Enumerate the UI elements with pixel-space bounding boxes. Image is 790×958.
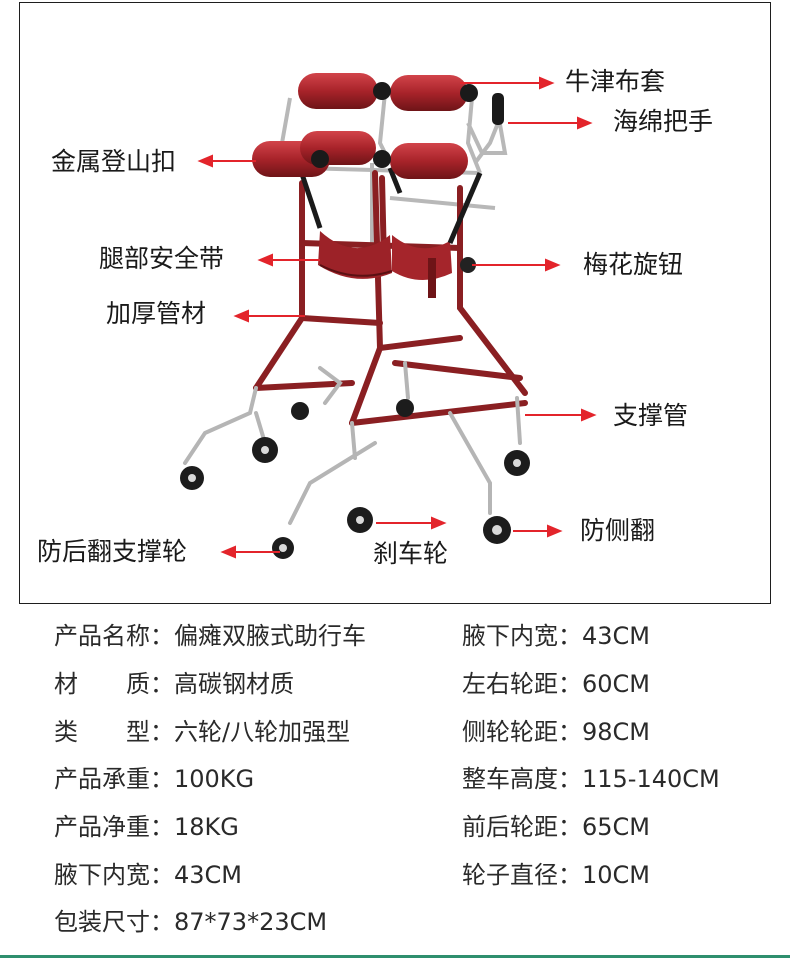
- spec-key: 轮子直径: [462, 861, 558, 889]
- spec-value: 六轮/八轮加强型: [174, 718, 351, 746]
- label-plum-knob: 梅花旋钮: [583, 250, 684, 279]
- product-diagram-frame: 牛津布套 海绵把手 金属登山扣 腿部安全带 梅花旋钮 加厚管材 支撑管 防后翻支…: [19, 2, 771, 604]
- spec-colon: ：: [150, 718, 174, 746]
- spec-key: 产品名称: [54, 622, 150, 650]
- spec-value: 10CM: [582, 861, 651, 889]
- label-metal-carabiner: 金属登山扣: [51, 147, 177, 176]
- spec-value: 18KG: [174, 813, 239, 841]
- spec-value: 43CM: [582, 622, 651, 650]
- label-leg-belt: 腿部安全带: [99, 244, 225, 273]
- label-side-tip-guard: 防侧翻: [580, 516, 656, 545]
- spec-key: 侧轮轮距: [462, 718, 558, 746]
- chrome-casters: [183, 361, 522, 525]
- spec-key: 左右轮距: [462, 670, 558, 698]
- label-oxford-cover: 牛津布套: [565, 67, 666, 96]
- label-support-tube: 支撑管: [613, 401, 689, 430]
- spec-right-4: 整车高度：115-140CM: [462, 764, 720, 794]
- spec-colon: ：: [558, 670, 582, 698]
- black-straps: [297, 167, 483, 244]
- spec-key: 类 型: [54, 718, 150, 746]
- spec-key: 材 质: [54, 670, 150, 698]
- spec-key: 腋下内宽: [54, 861, 150, 889]
- spec-value: 43CM: [174, 861, 243, 889]
- spec-key: 包装尺寸: [54, 908, 150, 936]
- spec-left-2: 材 质：高碳钢材质: [54, 669, 294, 699]
- spec-right-2: 左右轮距：60CM: [462, 669, 650, 699]
- spec-value: 115-140CM: [582, 765, 720, 793]
- spec-colon: ：: [150, 908, 174, 936]
- spec-colon: ：: [558, 622, 582, 650]
- spec-left-7: 包装尺寸：87*73*23CM: [54, 907, 327, 937]
- spec-right-1: 腋下内宽：43CM: [462, 621, 650, 651]
- spec-left-1: 产品名称：偏瘫双腋式助行车: [54, 621, 366, 651]
- sponge-handle-graphic: [473, 93, 504, 165]
- label-sponge-handle: 海绵把手: [613, 107, 714, 136]
- spec-value: 60CM: [582, 670, 651, 698]
- spec-colon: ：: [558, 813, 582, 841]
- spec-colon: ：: [558, 861, 582, 889]
- wheel-hubs: [188, 446, 521, 552]
- spec-left-3: 类 型：六轮/八轮加强型: [54, 717, 350, 747]
- spec-key: 产品承重: [54, 765, 150, 793]
- spec-key: 整车高度: [462, 765, 558, 793]
- oxford-pads: [252, 73, 478, 179]
- spec-key: 前后轮距: [462, 813, 558, 841]
- bottom-accent-line: [0, 955, 790, 958]
- red-frame-tubes: [253, 170, 528, 426]
- spec-left-4: 产品承重：100KG: [54, 764, 254, 794]
- spec-right-6: 轮子直径：10CM: [462, 860, 650, 890]
- spec-value: 87*73*23CM: [174, 908, 328, 936]
- spec-key: 产品净重: [54, 813, 150, 841]
- spec-value: 高碳钢材质: [174, 670, 294, 698]
- label-brake-wheel: 刹车轮: [373, 539, 449, 568]
- callout-arrows: [197, 76, 597, 559]
- plum-knob-graphic: [460, 257, 476, 273]
- spec-colon: ：: [558, 718, 582, 746]
- spec-left-6: 腋下内宽：43CM: [54, 860, 242, 890]
- label-anti-tip-wheel: 防后翻支撑轮: [37, 537, 188, 566]
- spec-right-5: 前后轮距：65CM: [462, 812, 650, 842]
- spec-colon: ：: [150, 670, 174, 698]
- spec-colon: ：: [150, 622, 174, 650]
- label-thick-tube: 加厚管材: [106, 299, 207, 328]
- leg-belt-seat: [318, 231, 452, 298]
- spec-value: 100KG: [174, 765, 255, 793]
- spec-key: 腋下内宽: [462, 622, 558, 650]
- spec-value: 偏瘫双腋式助行车: [174, 622, 366, 650]
- spec-colon: ：: [150, 813, 174, 841]
- spec-right-3: 侧轮轮距：98CM: [462, 717, 650, 747]
- spec-value: 98CM: [582, 718, 651, 746]
- spec-left-5: 产品净重：18KG: [54, 812, 239, 842]
- walker-illustration: [180, 73, 597, 559]
- spec-value: 65CM: [582, 813, 651, 841]
- spec-colon: ：: [150, 765, 174, 793]
- spec-colon: ：: [150, 861, 174, 889]
- spec-colon: ：: [558, 765, 582, 793]
